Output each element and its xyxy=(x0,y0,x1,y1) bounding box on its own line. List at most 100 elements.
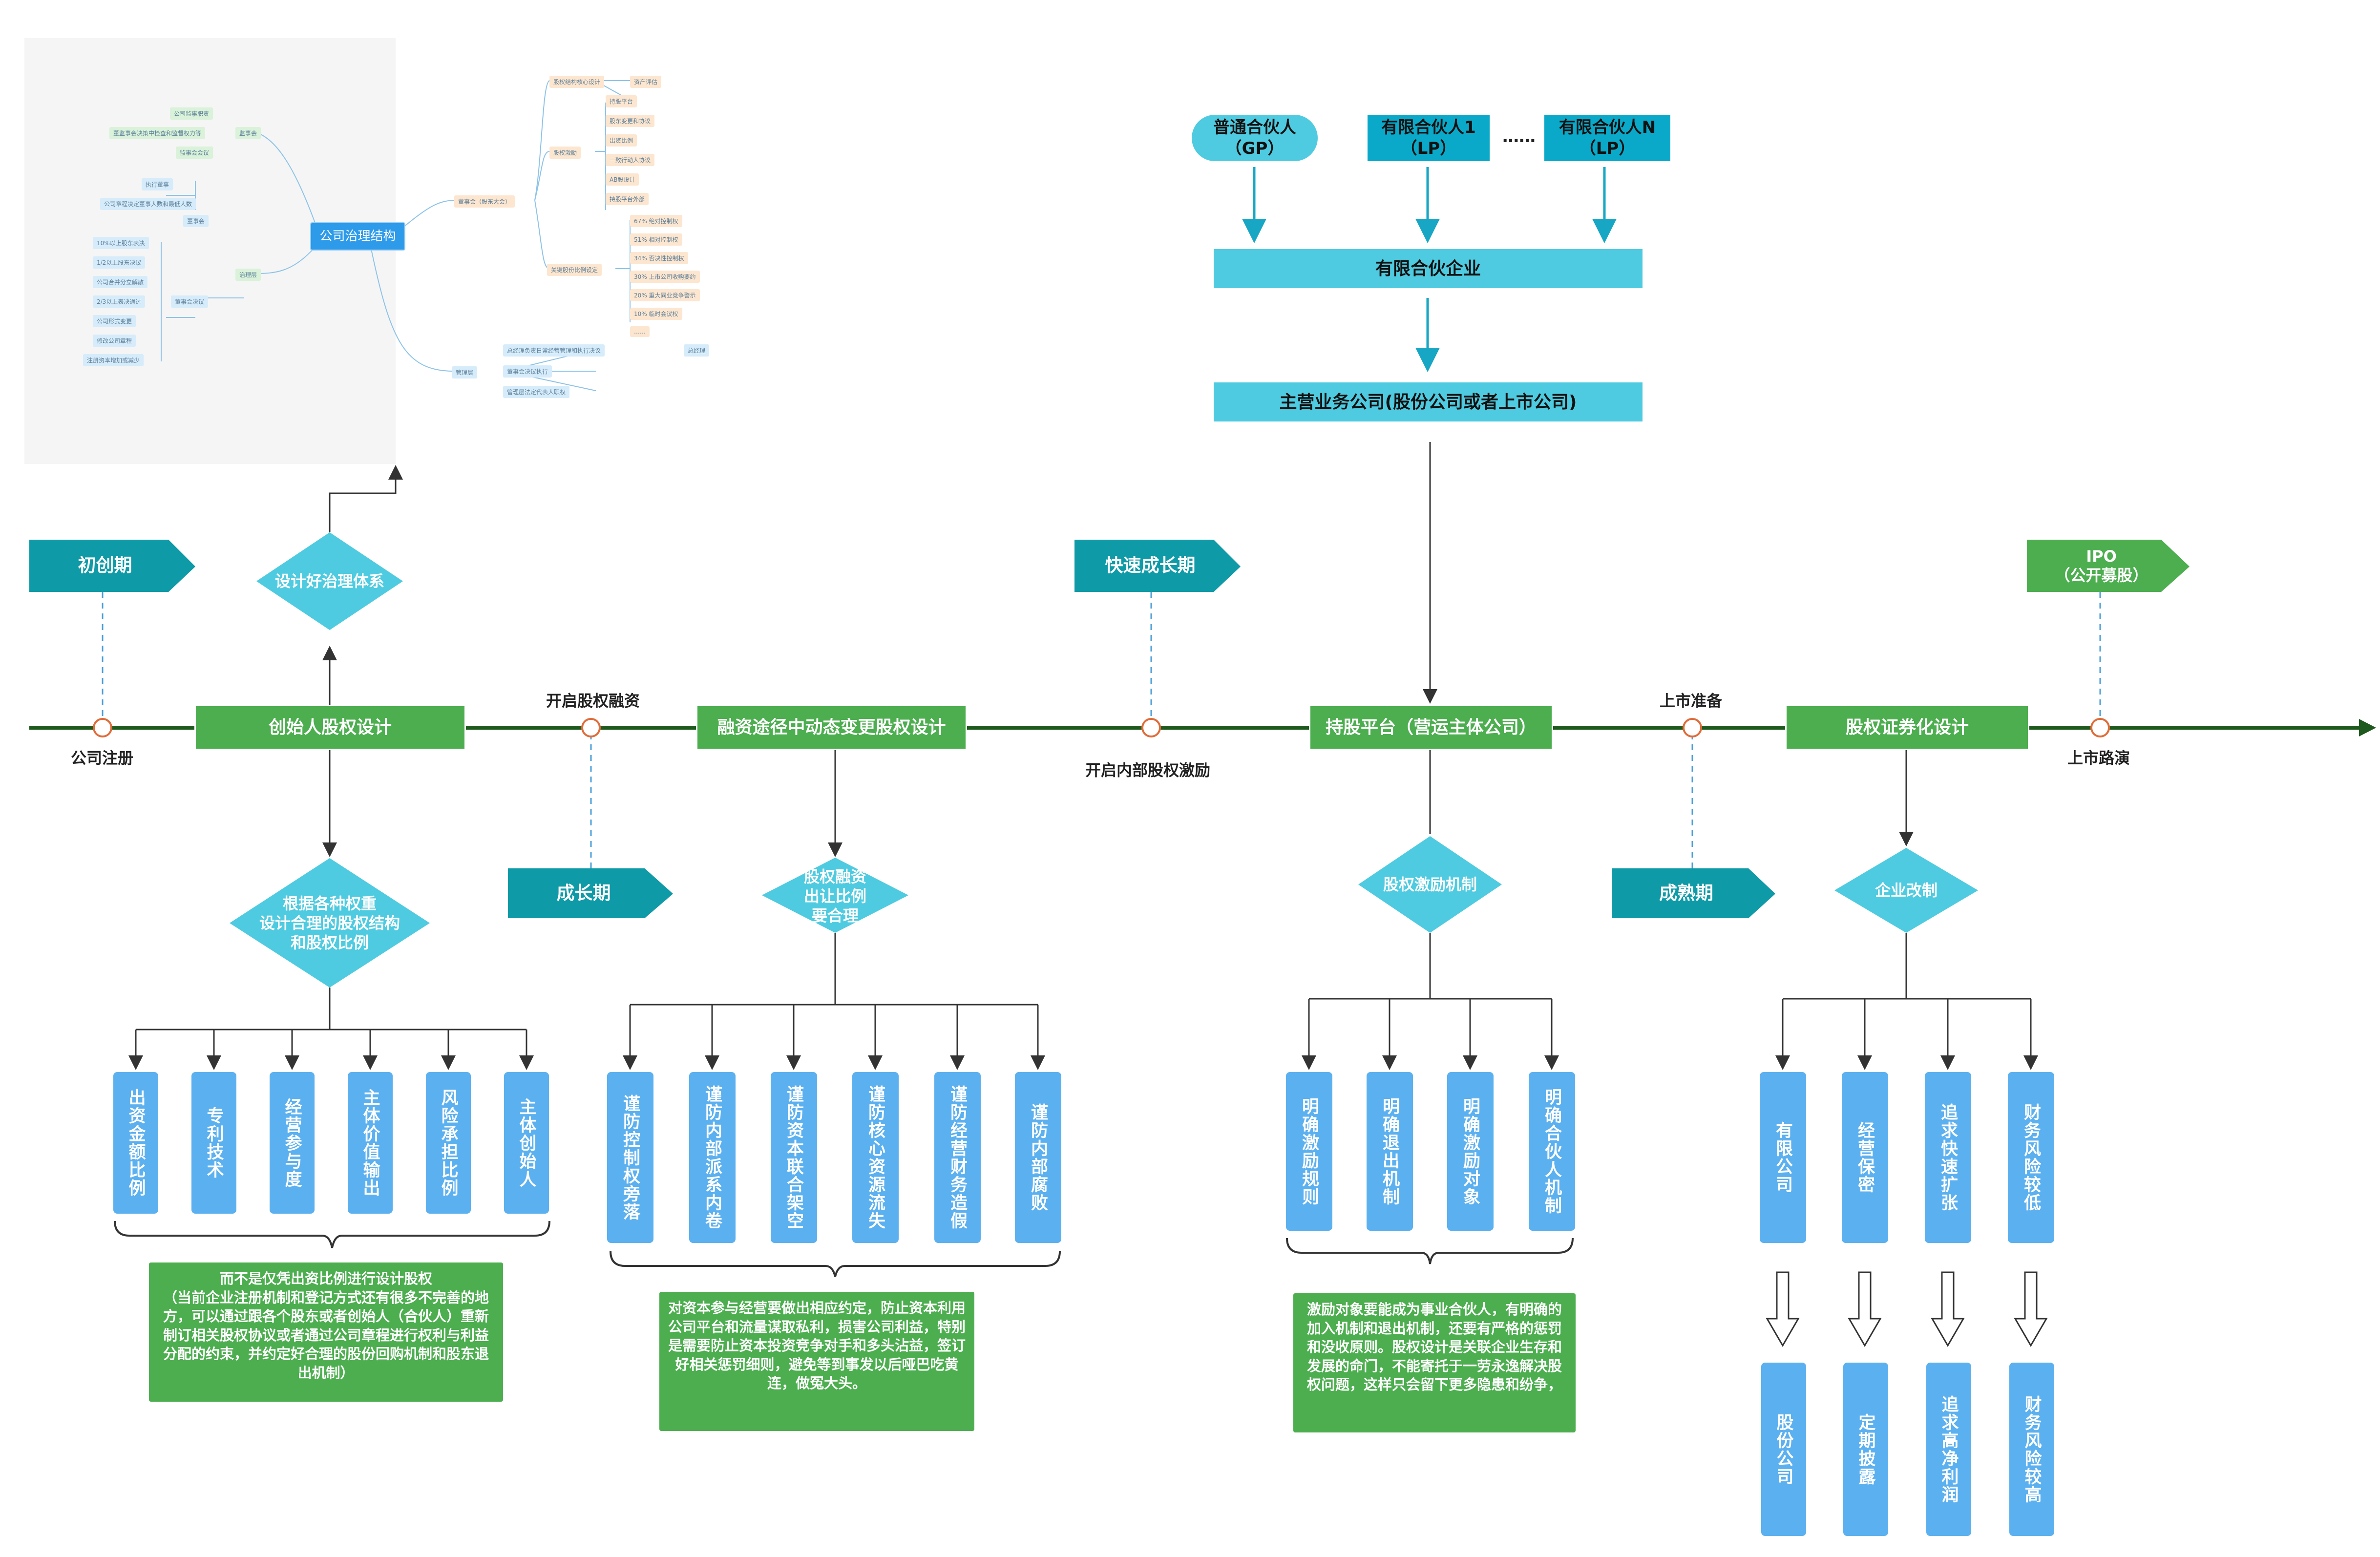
mm-rt-1: 股权结构核心设计 xyxy=(549,76,605,88)
tag-mature-label: 成熟期 xyxy=(1659,882,1713,904)
mindmap-center: 公司治理结构 xyxy=(310,222,405,251)
mm-ll-7: 注册资本增加或减少 xyxy=(83,354,144,366)
diamond-incentive xyxy=(1358,836,1502,933)
timeline-arrowhead xyxy=(2359,719,2376,736)
mm-ll-4: 2/3以上表决通过 xyxy=(93,295,146,308)
down-arrow-3 xyxy=(1931,1271,1965,1347)
mm-ll-6: 修改公司章程 xyxy=(93,335,136,347)
mm-rl-3: 34% 否决性控制权 xyxy=(630,252,688,264)
diamond-reform xyxy=(1834,848,1978,933)
mm-rl-head: 关键股份比例设定 xyxy=(547,264,602,276)
point-financing: 开启股权融资 xyxy=(546,692,640,710)
incentive-factor-4: 明确合伙人机制 xyxy=(1529,1072,1575,1231)
diamond-founder xyxy=(230,858,430,988)
timeline-dot-incentive xyxy=(1141,718,1161,737)
down-arrow-1 xyxy=(1766,1271,1800,1347)
point-roadshow: 上市路演 xyxy=(2067,749,2130,767)
tag-ipo xyxy=(2027,540,2190,592)
point-ipo-prep: 上市准备 xyxy=(1660,692,1723,710)
mm-rl-2: 51% 相对控制权 xyxy=(630,233,682,246)
financing-factor-5: 谨防经营财务造假 xyxy=(934,1072,981,1243)
tag-rapid xyxy=(1074,540,1241,592)
incentive-factor-3: 明确激励对象 xyxy=(1447,1072,1494,1231)
diamond-financing xyxy=(762,858,908,933)
financing-factor-1: 谨防控制权旁落 xyxy=(607,1072,653,1243)
mm-rt-2: 资产评估 xyxy=(630,76,662,88)
mm-branch-board: 董事会（股东大会） xyxy=(454,195,515,208)
reform-bottom-3: 追求高净利润 xyxy=(1926,1363,1971,1536)
founder-factor-1: 出资金额比例 xyxy=(113,1072,158,1214)
mm-lt-1: 公司监事职责 xyxy=(170,107,213,120)
mm-rm-3: 股东变更和协议 xyxy=(606,115,655,127)
incentive-factor-1: 明确激励规则 xyxy=(1286,1072,1332,1231)
mm-lt-2: 董监事会决策中检查和监督权力等 xyxy=(109,127,206,139)
reform-bottom-2: 定期披露 xyxy=(1843,1363,1888,1536)
reform-bottom-4: 财务风险较高 xyxy=(2009,1363,2054,1536)
mm-lm-2: 公司章程决定董事人数和最低人数 xyxy=(100,198,196,210)
founder-factor-3: 经营参与度 xyxy=(270,1072,315,1214)
mm-rl-4: 30% 上市公司收购要约 xyxy=(630,271,700,283)
lp-ellipsis: …… xyxy=(1502,126,1536,147)
mm-rl-6: 10% 临时会议权 xyxy=(630,308,682,320)
limited-partnership-node: 有限合伙企业 xyxy=(1214,249,1643,288)
timeline-dot-roadshow xyxy=(2090,718,2110,737)
tag-ipo-label: IPO （公开募股） xyxy=(2054,547,2148,585)
point-incentive: 开启内部股权激励 xyxy=(1085,761,1211,779)
diamond-founder-text: 根据各种权重 设计合理的股权结构 和股权比例 xyxy=(259,894,400,952)
mm-branch-governance: 治理层 xyxy=(235,269,261,281)
bar-founder-equity: 创始人股权设计 xyxy=(194,705,466,750)
timeline-dot-register xyxy=(93,718,112,737)
mm-rm-5: 一致行动人协议 xyxy=(606,154,655,166)
mm-ll-2: 1/2以上股东决议 xyxy=(93,256,146,269)
financing-factor-4: 谨防核心资源流失 xyxy=(852,1072,899,1243)
mm-rm-2: 持股平台 xyxy=(606,95,637,107)
founder-factor-6: 主体创始人 xyxy=(504,1072,549,1214)
mm-rm-6: AB股设计 xyxy=(606,173,639,186)
down-arrow-2 xyxy=(1848,1271,1882,1347)
mm-b-tag: 总经理 xyxy=(684,344,710,357)
diamond-incentive-text: 股权激励机制 xyxy=(1383,875,1477,894)
mm-rm-4: 出资比例 xyxy=(606,134,637,147)
mm-ll-5: 公司形式变更 xyxy=(93,315,136,327)
lpn-node: 有限合伙人N （LP） xyxy=(1544,115,1670,161)
timeline-dot-ipo-prep xyxy=(1683,718,1702,737)
diamond-financing-text: 股权融资 出让比例 要合理 xyxy=(803,867,866,925)
down-arrow-4 xyxy=(2014,1271,2048,1347)
mm-rl-5: 20% 重大同业竞争警示 xyxy=(630,289,700,301)
tag-startup-label: 初创期 xyxy=(78,555,132,576)
tag-mature xyxy=(1612,868,1775,918)
mm-rl-7: …… xyxy=(630,326,650,337)
timeline-dot-financing xyxy=(581,718,601,737)
financing-factor-6: 谨防内部腐败 xyxy=(1015,1072,1061,1243)
founder-factor-4: 主体价值输出 xyxy=(348,1072,393,1214)
main-business-company-node: 主营业务公司(股份公司或者上市公司) xyxy=(1214,382,1643,421)
founder-factor-2: 专利技术 xyxy=(191,1072,236,1214)
founder-note: 而不是仅凭出资比例进行设计股权 （当前企业注册机制和登记方式还有很多不完善的地方… xyxy=(149,1262,503,1402)
mm-b-2: 董事会决议执行 xyxy=(503,365,552,378)
financing-factor-3: 谨防资本联合架空 xyxy=(771,1072,817,1243)
mm-lm-3: 董事会 xyxy=(183,215,209,227)
mm-rm-1: 股权激励 xyxy=(549,147,581,159)
tag-growth xyxy=(508,868,673,918)
diamond-governance-text: 设计好治理体系 xyxy=(274,572,384,590)
reform-top-3: 追求快速扩张 xyxy=(1925,1072,1971,1243)
gp-node: 普通合伙人 （GP） xyxy=(1192,115,1318,161)
financing-note: 对资本参与经营要做出相应约定，防止资本利用公司平台和流量谋取私利，损害公司利益，… xyxy=(659,1292,974,1431)
bar-financing-equity: 融资途径中动态变更股权设计 xyxy=(696,705,967,750)
financing-factor-2: 谨防内部派系内卷 xyxy=(689,1072,736,1243)
mm-rm-7: 持股平台外部 xyxy=(606,193,649,205)
reform-bottom-1: 股份公司 xyxy=(1761,1363,1806,1536)
bar-securitization: 股权证券化设计 xyxy=(1785,705,2029,750)
reform-top-2: 经营保密 xyxy=(1842,1072,1888,1243)
mm-lm-1: 执行董事 xyxy=(142,178,173,190)
mm-lm-head: 董事会决议 xyxy=(171,295,209,308)
mm-b-1: 总经理负责日常经营管理和执行决议 xyxy=(503,344,605,357)
incentive-factor-2: 明确退出机制 xyxy=(1367,1072,1413,1231)
tag-rapid-label: 快速成长期 xyxy=(1105,555,1196,576)
bar-holding-platform: 持股平台（营运主体公司） xyxy=(1309,705,1553,750)
diamond-reform-text: 企业改制 xyxy=(1875,881,1938,900)
mm-lt-3: 监事会会议 xyxy=(176,147,213,159)
tag-startup xyxy=(29,540,195,592)
mm-branch-management: 管理层 xyxy=(452,366,478,379)
reform-top-1: 有限公司 xyxy=(1760,1072,1806,1243)
